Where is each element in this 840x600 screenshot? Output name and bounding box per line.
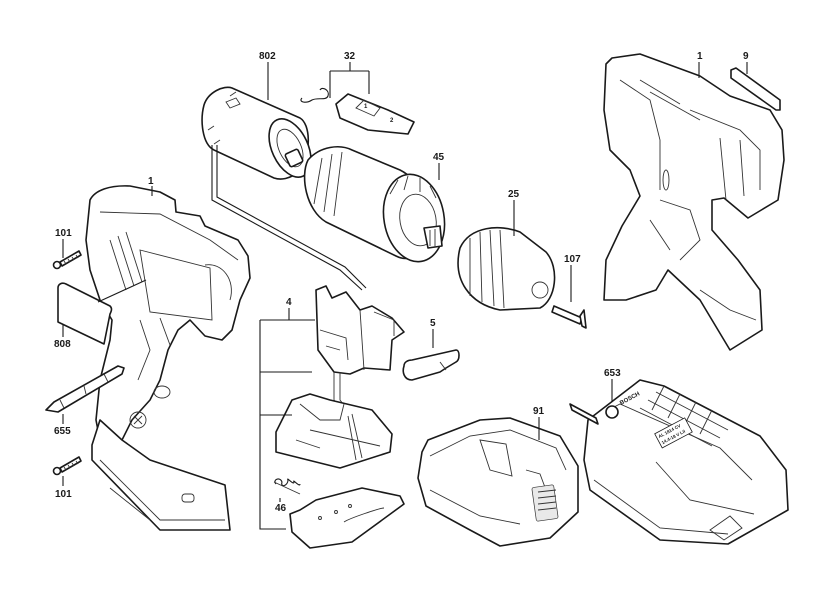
motor-part[interactable] (201, 86, 319, 183)
label-part-101-upper: 101 (55, 228, 72, 239)
label-part-46: 46 (275, 503, 287, 514)
label-part-91: 91 (533, 406, 545, 417)
battery-charger-part[interactable] (569, 379, 789, 545)
screw-lower-part[interactable] (52, 456, 82, 476)
label-part-1-right: 1 (697, 51, 703, 62)
housing-base-part (91, 419, 231, 531)
chuck-screw-part[interactable] (551, 305, 587, 329)
contact-plate-part (289, 487, 405, 549)
label-part-32: 32 (344, 51, 356, 62)
direction-lever-part[interactable] (402, 349, 460, 381)
label-part-101-lower: 101 (55, 489, 72, 500)
label-part-25: 25 (508, 189, 520, 200)
spring-part[interactable] (273, 478, 301, 495)
leader-bracket (329, 62, 370, 98)
label-part-45: 45 (433, 152, 445, 163)
label-part-9: 9 (743, 51, 749, 62)
screwdriver-bit-part[interactable] (45, 365, 125, 413)
housing-right-part[interactable] (603, 53, 785, 351)
label-part-802: 802 (259, 51, 276, 62)
label-plate-part[interactable] (57, 282, 113, 345)
label-part-5: 5 (430, 318, 436, 329)
label-part-4: 4 (286, 297, 292, 308)
motor-wires (211, 145, 367, 291)
chuck-part[interactable] (457, 226, 556, 311)
switch-assembly-part[interactable] (315, 285, 405, 421)
battery-contact-block-part (275, 393, 393, 469)
leader-bracket (259, 308, 315, 530)
switch-mark: 1 (364, 104, 368, 110)
housing-left-part[interactable] (85, 185, 251, 471)
battery-pack-part[interactable] (417, 417, 579, 547)
label-part-808: 808 (54, 339, 71, 350)
label-part-107: 107 (564, 254, 581, 265)
spring-clip-part (300, 87, 329, 103)
label-part-655: 655 (54, 426, 71, 437)
label-part-1-left: 1 (148, 176, 154, 187)
gear-switch-part[interactable]: 1 2 (335, 93, 415, 135)
screw-upper-part[interactable] (52, 250, 82, 270)
name-plate-part[interactable] (730, 67, 781, 111)
leader-line (97, 279, 147, 303)
switch-mark: 2 (390, 118, 394, 124)
gearbox-part[interactable] (303, 146, 452, 267)
label-part-653: 653 (604, 368, 621, 379)
